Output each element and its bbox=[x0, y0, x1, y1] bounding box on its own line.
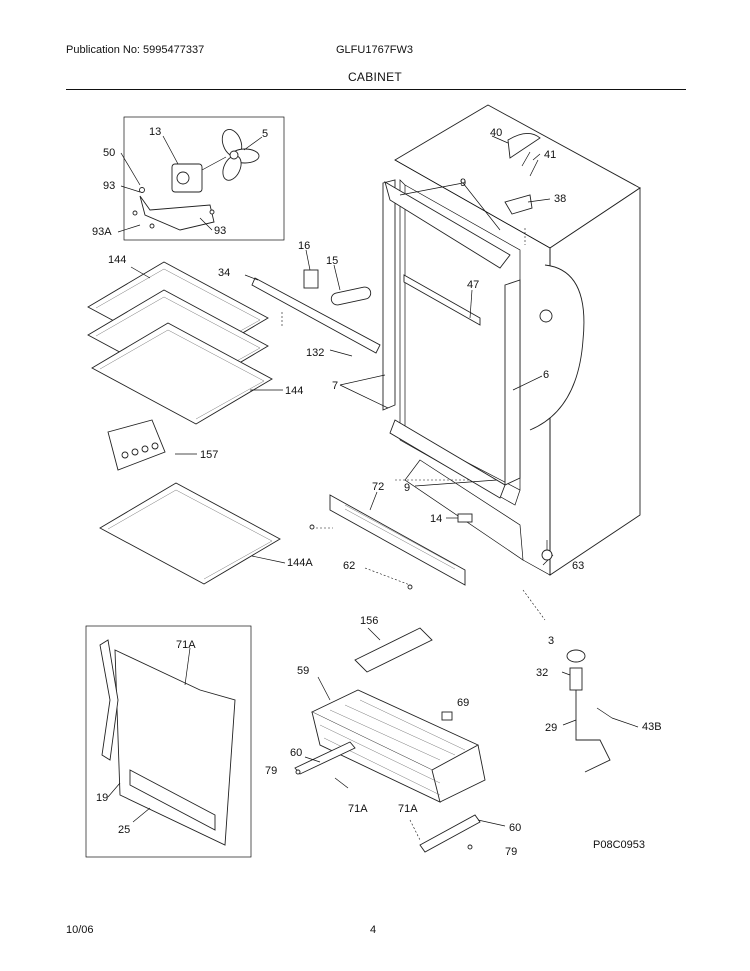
light-switch bbox=[303, 269, 319, 289]
part-label-47: 47 bbox=[467, 279, 479, 291]
part-label-69: 69 bbox=[457, 697, 469, 709]
part-label-79: 79 bbox=[265, 765, 277, 777]
page-number: 4 bbox=[370, 924, 377, 936]
fan-motor bbox=[171, 156, 227, 193]
bottom-shelf bbox=[99, 482, 286, 585]
drain-assembly bbox=[561, 649, 639, 773]
basket-clip bbox=[441, 711, 453, 721]
part-label-3: 3 bbox=[548, 635, 554, 647]
leveling-leg bbox=[446, 513, 473, 523]
drain-plug bbox=[566, 649, 586, 663]
header-rule bbox=[66, 89, 686, 90]
part-label-71A: 71A bbox=[348, 803, 368, 815]
kick-plate-grille bbox=[309, 491, 466, 590]
model-number: GLFU1767FW3 bbox=[336, 44, 414, 56]
light-assembly bbox=[244, 249, 381, 357]
part-label-93: 93 bbox=[214, 225, 226, 237]
fan-motor-inset bbox=[117, 116, 285, 241]
diagram-code: P08C0953 bbox=[593, 839, 645, 851]
part-label-32: 32 bbox=[536, 667, 548, 679]
part-label-14: 14 bbox=[430, 513, 442, 525]
part-label-50: 50 bbox=[103, 147, 115, 159]
part-label-72: 72 bbox=[372, 481, 384, 493]
wire-basket bbox=[310, 676, 486, 803]
part-label-9: 9 bbox=[460, 177, 466, 189]
section-title: CABINET bbox=[347, 70, 403, 84]
shelf-bracket bbox=[107, 419, 197, 471]
part-label-15: 15 bbox=[326, 255, 338, 267]
hinge-cover bbox=[507, 133, 541, 159]
part-label-19: 19 bbox=[96, 792, 108, 804]
part-label-93A: 93A bbox=[92, 226, 112, 238]
part-label-132: 132 bbox=[306, 347, 324, 359]
part-label-71A: 71A bbox=[398, 803, 418, 815]
part-label-6: 6 bbox=[543, 369, 549, 381]
hinge-bracket bbox=[504, 194, 533, 215]
part-label-25: 25 bbox=[118, 824, 130, 836]
part-label-156: 156 bbox=[360, 615, 378, 627]
part-label-157: 157 bbox=[200, 449, 218, 461]
light-shield bbox=[251, 277, 381, 354]
part-label-62: 62 bbox=[343, 560, 355, 572]
part-label-60: 60 bbox=[509, 822, 521, 834]
basket-divider bbox=[354, 627, 433, 673]
part-label-144: 144 bbox=[285, 385, 303, 397]
part-label-13: 13 bbox=[149, 126, 161, 138]
part-label-41: 41 bbox=[544, 149, 556, 161]
part-label-60: 60 bbox=[290, 747, 302, 759]
part-label-34: 34 bbox=[218, 267, 230, 279]
part-label-71A: 71A bbox=[176, 639, 196, 651]
cabinet-body bbox=[382, 104, 641, 621]
fan-blade bbox=[221, 129, 260, 181]
part-label-59: 59 bbox=[297, 665, 309, 677]
publication-number: Publication No: 5995477337 bbox=[66, 44, 205, 56]
part-label-144A: 144A bbox=[287, 557, 313, 569]
motor-bracket bbox=[132, 187, 215, 231]
footer-date: 10/06 bbox=[66, 924, 94, 936]
door-inset bbox=[85, 625, 252, 858]
part-label-38: 38 bbox=[554, 193, 566, 205]
part-label-93: 93 bbox=[103, 180, 115, 192]
light-bulb bbox=[330, 286, 372, 306]
part-label-63: 63 bbox=[572, 560, 584, 572]
part-label-16: 16 bbox=[298, 240, 310, 252]
door-gasket bbox=[99, 639, 119, 761]
door-liner bbox=[114, 649, 236, 846]
part-label-40: 40 bbox=[490, 127, 502, 139]
screw bbox=[541, 540, 553, 561]
part-label-79: 79 bbox=[505, 846, 517, 858]
basket-rail bbox=[294, 741, 506, 853]
part-labels: 13 5 50 93 93A 93 40 41 38 9 16 15 34 47… bbox=[92, 126, 662, 858]
part-label-7: 7 bbox=[332, 380, 338, 392]
part-label-29: 29 bbox=[545, 722, 557, 734]
drain-fitting bbox=[569, 667, 583, 691]
part-label-5: 5 bbox=[262, 128, 268, 140]
drain-tube bbox=[575, 690, 611, 773]
part-label-43B: 43B bbox=[642, 721, 662, 733]
wire-shelves bbox=[87, 261, 283, 425]
part-label-144: 144 bbox=[108, 254, 126, 266]
part-label-9: 9 bbox=[404, 482, 410, 494]
